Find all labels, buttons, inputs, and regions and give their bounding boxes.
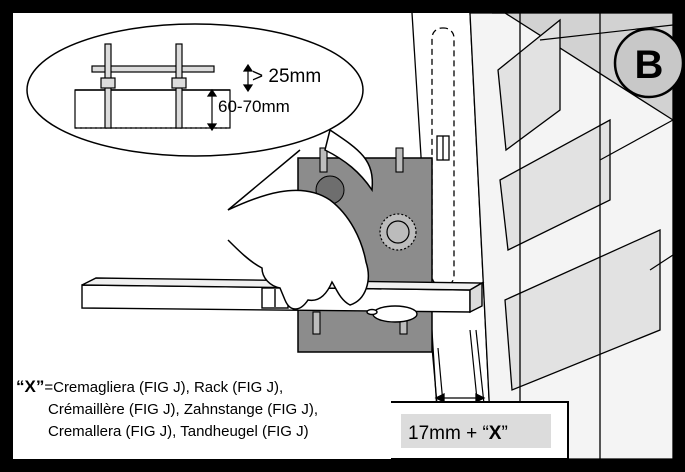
concrete-detail (74, 43, 231, 129)
anchor-bolts (312, 147, 408, 335)
offset-dimension-arrow (434, 392, 486, 404)
legend-line-1: “X”=Cremagliera (FIG J), Rack (FIG J), (16, 377, 283, 396)
dimension-label-box: 17mm + “X” (384, 401, 569, 460)
x-legend: “X”=Cremagliera (FIG J), Rack (FIG J), C… (13, 368, 391, 459)
legend-line-3: Cremallera (FIG J), Tandheugel (FIG J) (48, 423, 309, 440)
gap-dimension-label: > 25mm (252, 66, 321, 87)
gate-diagonal-bars (539, 24, 674, 271)
depth-dimension-label: 60-70mm (218, 97, 290, 116)
vertical-spirit-level (431, 27, 455, 287)
svg-text:B: B (635, 43, 664, 87)
dimension-label-text: 17mm + “X” (408, 423, 508, 444)
pinion-gear-icon (379, 213, 417, 251)
step-badge: B (613, 27, 685, 99)
gate-leaf (469, 12, 674, 460)
dimension-arrows (206, 63, 254, 132)
hand-illustration (227, 189, 370, 310)
legend-line-2: Crémaillère (FIG J), Zahnstange (FIG J), (48, 401, 318, 418)
